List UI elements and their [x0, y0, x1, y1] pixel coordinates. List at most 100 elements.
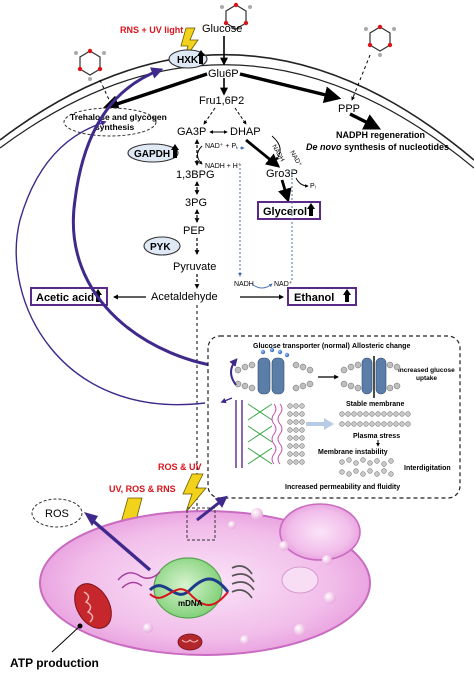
- vesicle: [279, 541, 289, 551]
- glucose-uptake-arrow: [351, 54, 371, 101]
- increased-uptake-line2: uptake: [416, 375, 437, 382]
- vesicle: [324, 592, 336, 604]
- glucose-influx-arrow: [229, 358, 238, 386]
- dna-helix-icon: [148, 577, 230, 596]
- nad-bottom-label: NAD⁺: [274, 280, 293, 288]
- vesicle: [322, 555, 332, 565]
- membrane-edge-lines: [235, 400, 243, 468]
- trehalose-line2: synthesis: [95, 122, 134, 132]
- ros-arrow-head: [84, 512, 98, 526]
- stable-membrane-bilayer: [287, 403, 305, 465]
- vesicle: [240, 635, 250, 645]
- trehalose-line1: Trehalose and glycogen: [70, 112, 167, 122]
- fru16p2-label: Fru1,6P2: [199, 95, 244, 107]
- rns-uv-light-label: RNS + UV light: [120, 25, 183, 35]
- pg3-label: 3PG: [185, 197, 207, 209]
- cell-bud: [279, 503, 361, 561]
- up-arrow-icon: [345, 293, 349, 302]
- ros-ellipse: [31, 498, 83, 528]
- fru-to-ga3p-arrow: [203, 107, 216, 125]
- hxk-enzyme: [168, 49, 208, 69]
- lightning-icon: [182, 473, 207, 513]
- stable-membrane-row: [339, 411, 411, 427]
- pyk-label: PYK: [150, 242, 171, 253]
- mitochondrion: [74, 583, 112, 629]
- endoplasmic-reticulum: [117, 571, 161, 589]
- golgi-apparatus: [231, 565, 255, 599]
- cofactor-curve-arrow: [197, 145, 203, 165]
- acetic-acid-box: [30, 287, 108, 306]
- glucose-molecule-icon: [220, 2, 252, 30]
- ethanol-box: [287, 287, 357, 306]
- up-arrow-icon: [309, 207, 313, 216]
- up-arrow-icon: [173, 148, 177, 158]
- ethanol-label: Ethanol: [294, 292, 334, 304]
- feedback-origin-arrow: [220, 397, 233, 404]
- pep-label: PEP: [183, 225, 205, 237]
- pyruvate-label: Pyruvate: [173, 261, 216, 273]
- nad-pi-label: NAD⁺ + Pᵢ: [205, 142, 237, 150]
- up-arrow-icon: [171, 144, 179, 150]
- allosteric-change-label: Allosteric change: [352, 343, 410, 350]
- dhap-label: DHAP: [230, 126, 261, 138]
- membrane-inset: [207, 335, 461, 499]
- ppp-label: PPP: [338, 103, 360, 115]
- stress-arrow-head: [324, 418, 334, 430]
- vesicle: [251, 508, 263, 520]
- gro3p-to-glycerol-arrow: [278, 179, 292, 203]
- ros-to-nucleus-line: [90, 518, 152, 572]
- mdna-label: mDNA: [178, 599, 203, 608]
- glucose-label: Glucose: [202, 23, 242, 35]
- up-arrow-icon: [199, 54, 203, 64]
- glucose-transporter-normal: [234, 347, 314, 395]
- nad-curve-arrow: [251, 283, 273, 289]
- bpg13-label: 1,3BPG: [176, 169, 215, 181]
- ga3p-label: GA3P: [177, 126, 206, 138]
- glucose-molecule-icon: [74, 48, 106, 81]
- feedback-to-hxk-arrow: [71, 67, 231, 370]
- acetaldehyde-label: Acetaldehyde: [151, 291, 218, 303]
- mitochondrion: [177, 633, 203, 651]
- mito-dot-marker: [77, 623, 83, 629]
- increased-uptake-line1: Increased glucose: [398, 367, 455, 374]
- glucose-molecule-icon: [364, 24, 396, 57]
- gro3p-label: Gro3P: [266, 168, 298, 180]
- gapdh-label: GAPDH: [134, 149, 170, 160]
- plasma-stress-label: Plasma stress: [353, 433, 400, 440]
- up-arrow-icon: [197, 50, 205, 56]
- to-trehalose-arrow: [101, 72, 208, 112]
- uv-ros-rns-label: UV, ROS & RNS: [109, 484, 176, 494]
- up-arrow-icon: [307, 203, 315, 209]
- glucose-transporter-altered: [340, 356, 401, 398]
- vesicle: [143, 623, 153, 633]
- dhap-to-gro3p-arrow: [245, 138, 281, 168]
- feedback-to-trehalose-arrow: [15, 120, 206, 406]
- to-inset-arrow: [196, 495, 228, 522]
- mito-to-atp-line: [51, 625, 81, 653]
- dna-helix-icon: [149, 588, 229, 606]
- glycerol-box: [257, 201, 321, 220]
- ros-label: ROS: [45, 508, 69, 520]
- fru-to-dhap-arrow: [234, 107, 247, 125]
- lipid-tail-pattern: [271, 403, 283, 465]
- mitochondrion-cristae: [83, 591, 94, 623]
- up-arrow-icon: [343, 289, 351, 295]
- interdigitation-label: Interdigitation: [404, 465, 451, 472]
- pyk-enzyme: [143, 236, 181, 256]
- vesicle: [294, 624, 306, 636]
- permeability-label: Increased permeability and fluidity: [285, 484, 400, 491]
- nadh-bottom-label: NADH: [234, 281, 254, 288]
- ros-uv-label: ROS & UV: [158, 462, 202, 472]
- ppp-output-arrow: [349, 112, 382, 130]
- nad-side-label: NAD⁺: [288, 150, 303, 168]
- denovo-label: De novo synthesis of nucleotides: [306, 142, 449, 152]
- acetic-acid-label: Acetic acid: [36, 292, 94, 304]
- stable-membrane-label: Stable membrane: [346, 401, 404, 408]
- vesicle: [228, 521, 236, 529]
- nadh-h-label: NADH + H⁺: [205, 162, 242, 170]
- pi-label: Pᵢ: [310, 183, 316, 190]
- nadh-curve-arrow: [271, 135, 281, 161]
- outer-membrane-arc: [0, 54, 474, 161]
